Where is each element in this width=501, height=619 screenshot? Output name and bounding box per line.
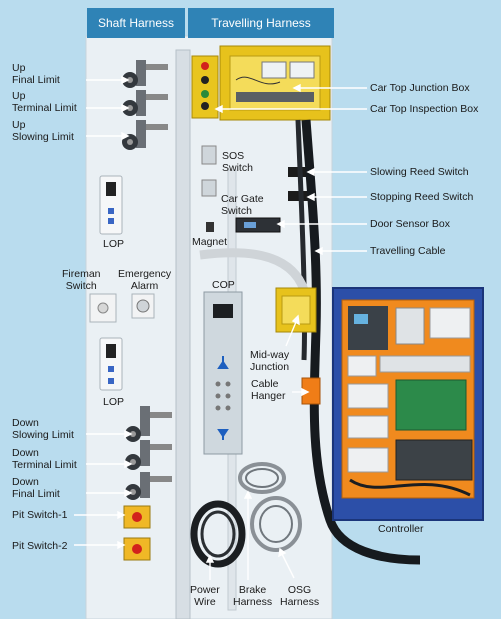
label-midway-junction: Mid-wayJunction (250, 349, 289, 373)
label-down-slowing-limit: DownSlowing Limit (12, 417, 74, 441)
label-up-slowing-limit: UpSlowing Limit (12, 119, 74, 143)
label-power-wire: PowerWire (190, 584, 220, 608)
car-gate-switch-device (202, 180, 216, 196)
label-car-top-inspection-box: Car Top Inspection Box (370, 103, 478, 115)
label-cable-hanger: CableHanger (251, 378, 285, 402)
label-fireman-switch: FiremanSwitch (62, 268, 101, 292)
label-lop-top: LOP (103, 238, 124, 250)
magnet-device (206, 222, 214, 232)
shaft-harness-header: Shaft Harness (87, 8, 185, 38)
label-down-terminal-limit: DownTerminal Limit (12, 447, 77, 471)
pit-switch-2-device (124, 538, 150, 560)
controller-device (333, 288, 483, 520)
label-magnet: Magnet (192, 236, 227, 248)
car-top-inspection-box-device (192, 56, 218, 118)
label-cop: COP (212, 279, 235, 291)
midway-junction-box-device (276, 288, 316, 332)
sos-switch-device (202, 146, 216, 164)
label-travelling-cable: Travelling Cable (370, 245, 445, 257)
fireman-switch-device (90, 294, 116, 322)
lop-top-device (100, 176, 122, 234)
emergency-alarm-device (132, 294, 154, 318)
label-stopping-reed-switch: Stopping Reed Switch (370, 191, 473, 203)
label-up-final-limit: UpFinal Limit (12, 62, 60, 86)
label-brake-harness: BrakeHarness (233, 584, 272, 608)
label-sos-switch: SOSSwitch (222, 150, 253, 174)
label-osg-harness: OSGHarness (280, 584, 319, 608)
label-lop-bottom: LOP (103, 396, 124, 408)
label-pit-switch-1: Pit Switch-1 (12, 509, 67, 521)
label-controller: Controller (378, 523, 424, 535)
label-car-top-junction-box: Car Top Junction Box (370, 82, 470, 94)
label-up-terminal-limit: UpTerminal Limit (12, 90, 77, 114)
label-slowing-reed-switch: Slowing Reed Switch (370, 166, 469, 178)
lop-bottom-device (100, 338, 122, 390)
trunking-channel (176, 50, 190, 619)
label-door-sensor-box: Door Sensor Box (370, 218, 450, 230)
label-car-gate-switch: Car GateSwitch (221, 193, 264, 217)
label-emergency-alarm: EmergencyAlarm (118, 268, 171, 292)
door-sensor-box-device (236, 218, 280, 232)
cop-device (204, 292, 242, 454)
label-down-final-limit: DownFinal Limit (12, 476, 60, 500)
label-pit-switch-2: Pit Switch-2 (12, 540, 67, 552)
pit-switch-1-device (124, 506, 150, 528)
travelling-harness-header: Travelling Harness (188, 8, 334, 38)
